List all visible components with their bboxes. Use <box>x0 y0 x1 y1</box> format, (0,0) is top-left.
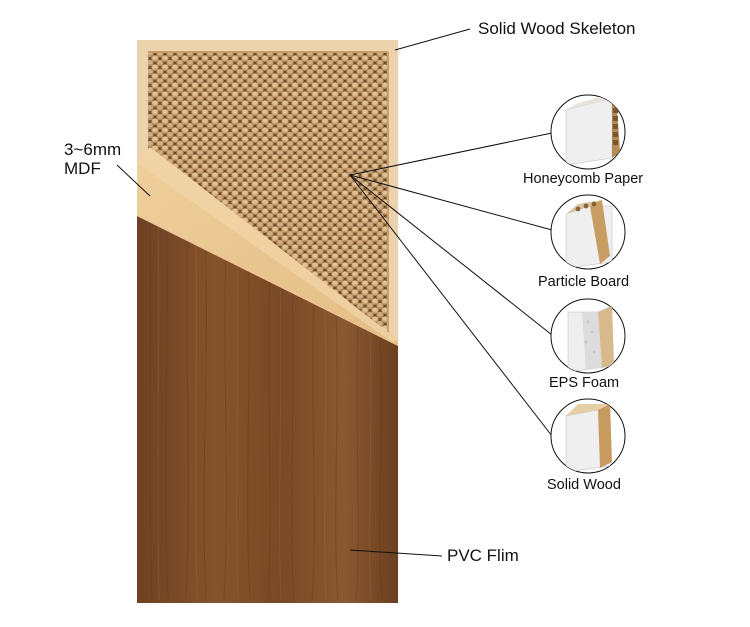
particle-board-label: Particle Board <box>538 274 629 290</box>
eps-foam-label: EPS Foam <box>549 375 619 391</box>
mdf-thickness-label: 3~6mm <box>64 140 121 159</box>
solid-wood-skeleton-label: Solid Wood Skeleton <box>478 19 636 39</box>
honeycomb-paper-sample <box>551 92 625 169</box>
pvc-film-label: PVC Flim <box>447 546 519 566</box>
solid-wood-sample <box>551 399 625 473</box>
mdf-label: MDF <box>64 159 101 178</box>
solid-wood-label: Solid Wood <box>547 477 621 493</box>
eps-foam-sample <box>551 299 625 373</box>
particle-board-sample <box>551 195 625 269</box>
honeycomb-paper-label: Honeycomb Paper <box>523 171 643 187</box>
